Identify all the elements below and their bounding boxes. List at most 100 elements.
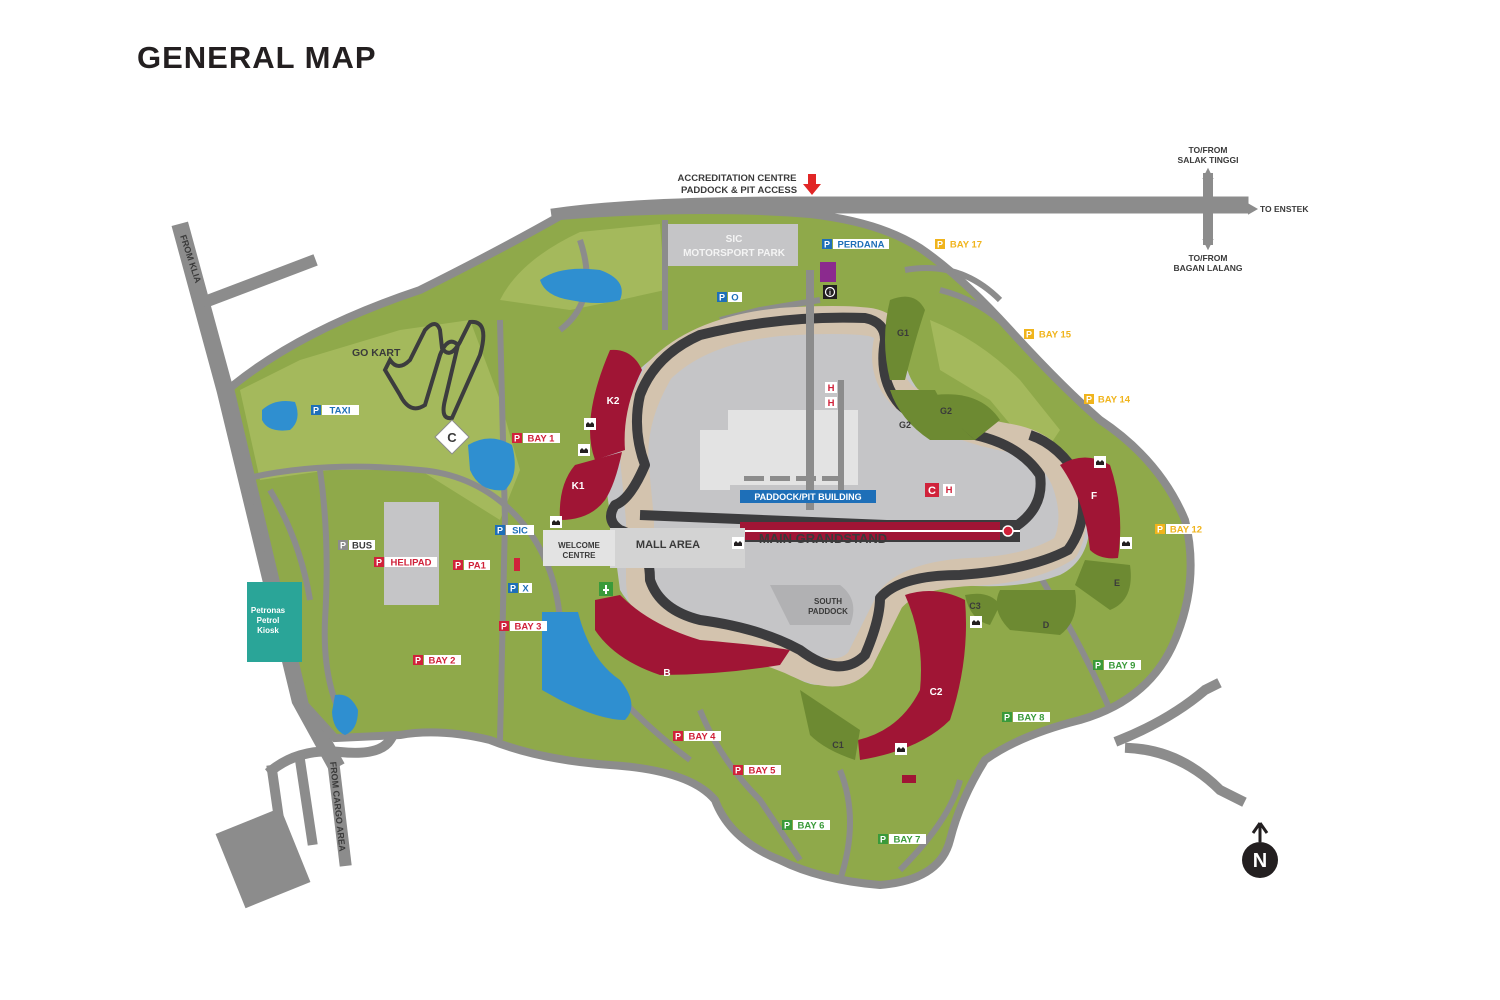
junction-arrows: [199, 167, 1259, 749]
svg-text:P: P: [1004, 713, 1010, 723]
north-label: N: [1253, 850, 1267, 872]
svg-text:PERDANA: PERDANA: [838, 240, 885, 251]
svg-text:H: H: [946, 485, 953, 496]
svg-text:PADDOCK & PIT ACCESS: PADDOCK & PIT ACCESS: [681, 185, 797, 196]
svg-text:P: P: [415, 656, 421, 666]
parking-bay-5[interactable]: P BAY 5: [733, 765, 781, 777]
stand-c1: [800, 690, 860, 760]
svg-text:C: C: [447, 430, 457, 445]
svg-text:P: P: [937, 240, 943, 250]
info-icon: i: [823, 285, 837, 299]
map-title: GENERAL MAP: [137, 40, 377, 75]
svg-text:ACCREDITATION CENTRE: ACCREDITATION CENTRE: [678, 173, 797, 184]
road-spur-west: [202, 254, 318, 308]
parking-sic[interactable]: P SIC: [495, 525, 534, 537]
parking-taxi[interactable]: P TAXI: [311, 405, 359, 417]
stand-g1: [885, 296, 925, 380]
svg-text:BAY 7: BAY 7: [894, 835, 921, 846]
parking-bay-7[interactable]: P BAY 7: [878, 834, 926, 846]
parking-perdana[interactable]: P PERDANA: [822, 239, 889, 251]
parking-pa1[interactable]: P PA1: [453, 560, 490, 572]
svg-text:BAY 9: BAY 9: [1109, 661, 1136, 672]
svg-text:MOTORSPORT PARK: MOTORSPORT PARK: [683, 248, 786, 259]
amenity-icons: [550, 418, 1132, 755]
flag-marker-icon: [514, 558, 520, 571]
road-se-east2: [1124, 742, 1247, 807]
svg-text:K1: K1: [572, 481, 585, 492]
svg-text:P: P: [1026, 330, 1032, 340]
svg-text:BUS: BUS: [352, 541, 372, 552]
parking-helipad[interactable]: P HELIPAD: [374, 557, 437, 569]
svg-text:BAGAN LALANG: BAGAN LALANG: [1174, 263, 1243, 273]
amenity-icon-c3: [970, 616, 982, 628]
road-sw-spur2: [294, 754, 318, 846]
svg-text:PADDOCK: PADDOCK: [808, 607, 848, 616]
lake-sw: [332, 694, 358, 735]
svg-text:C2: C2: [930, 687, 943, 698]
grandstand-f: [1060, 457, 1121, 559]
amenity-icon-k1: [578, 444, 590, 456]
parking-o[interactable]: P O: [717, 292, 742, 304]
petrol-kiosk-block: [247, 582, 302, 662]
svg-text:BAY 2: BAY 2: [429, 656, 456, 667]
svg-text:P: P: [313, 406, 319, 416]
parking-bay-14[interactable]: P BAY 14: [1084, 394, 1131, 406]
svg-text:i: i: [829, 290, 831, 297]
north-indicator: N: [1242, 822, 1278, 878]
water-features: [262, 268, 632, 735]
welcome-centre-block: [543, 530, 615, 566]
svg-text:BAY 12: BAY 12: [1170, 525, 1202, 536]
svg-text:WELCOME: WELCOME: [558, 541, 600, 550]
svg-text:P: P: [784, 821, 790, 831]
parking-bay-9[interactable]: P BAY 9: [1093, 660, 1141, 672]
svg-text:E: E: [1114, 578, 1120, 588]
svg-text:BAY 4: BAY 4: [689, 732, 717, 743]
parking-bay-1[interactable]: P BAY 1: [512, 433, 560, 445]
svg-text:H: H: [828, 383, 835, 394]
helipad-block: [384, 502, 439, 605]
parking-bus[interactable]: P BUS: [338, 540, 375, 552]
svg-text:G2: G2: [940, 406, 952, 416]
lake-north: [540, 268, 622, 303]
parking-x[interactable]: P X: [508, 583, 532, 595]
svg-text:H: H: [828, 398, 835, 409]
svg-text:P: P: [1095, 661, 1101, 671]
parking-bay-8[interactable]: P BAY 8: [1002, 712, 1050, 724]
svg-text:PADDOCK/PIT BUILDING: PADDOCK/PIT BUILDING: [754, 492, 861, 502]
stand-g2: [890, 390, 975, 440]
road-southwest: [264, 733, 397, 778]
svg-text:BAY 14: BAY 14: [1098, 395, 1131, 406]
medical-centre-icon-north: C: [434, 419, 470, 455]
svg-text:CENTRE: CENTRE: [563, 551, 597, 560]
parking-bay-3[interactable]: P BAY 3: [499, 621, 547, 633]
parking-bay-17[interactable]: P BAY 17: [935, 239, 982, 251]
grandstand-c2: [858, 591, 966, 760]
svg-text:F: F: [1091, 491, 1097, 502]
svg-text:B: B: [663, 668, 670, 679]
svg-text:MALL AREA: MALL AREA: [636, 539, 700, 551]
svg-text:BAY 15: BAY 15: [1039, 330, 1072, 341]
helipad-icon-pit-1: H: [825, 382, 837, 394]
svg-text:P: P: [501, 622, 507, 632]
svg-text:P: P: [1157, 525, 1163, 535]
svg-text:G1: G1: [897, 328, 909, 338]
svg-text:BAY 17: BAY 17: [950, 240, 982, 251]
flag-marker-icon-south: [902, 775, 916, 783]
parking-bay-4[interactable]: P BAY 4: [673, 731, 721, 743]
svg-text:P: P: [514, 434, 520, 444]
parking-bay-2[interactable]: P BAY 2: [413, 655, 461, 667]
svg-text:P: P: [1086, 395, 1092, 405]
amenity-icon-mall: [732, 537, 744, 549]
svg-text:GO KART: GO KART: [352, 347, 401, 359]
svg-text:Kiosk: Kiosk: [257, 626, 279, 635]
area-labels: SIC MOTORSPORT PARK GO KART WELCOME CENT…: [251, 234, 887, 635]
sic-motorsport-building: [668, 224, 798, 266]
parking-bay-6[interactable]: P BAY 6: [782, 820, 830, 832]
amenity-icon-c2: [895, 743, 907, 755]
parking-bay-15[interactable]: P BAY 15: [1024, 329, 1072, 341]
road-se-east: [1113, 678, 1222, 747]
svg-text:O: O: [731, 293, 738, 304]
parking-bay-12[interactable]: P BAY 12: [1155, 524, 1206, 536]
stand-g2b: [935, 394, 1000, 440]
svg-text:Petronas: Petronas: [251, 606, 286, 615]
